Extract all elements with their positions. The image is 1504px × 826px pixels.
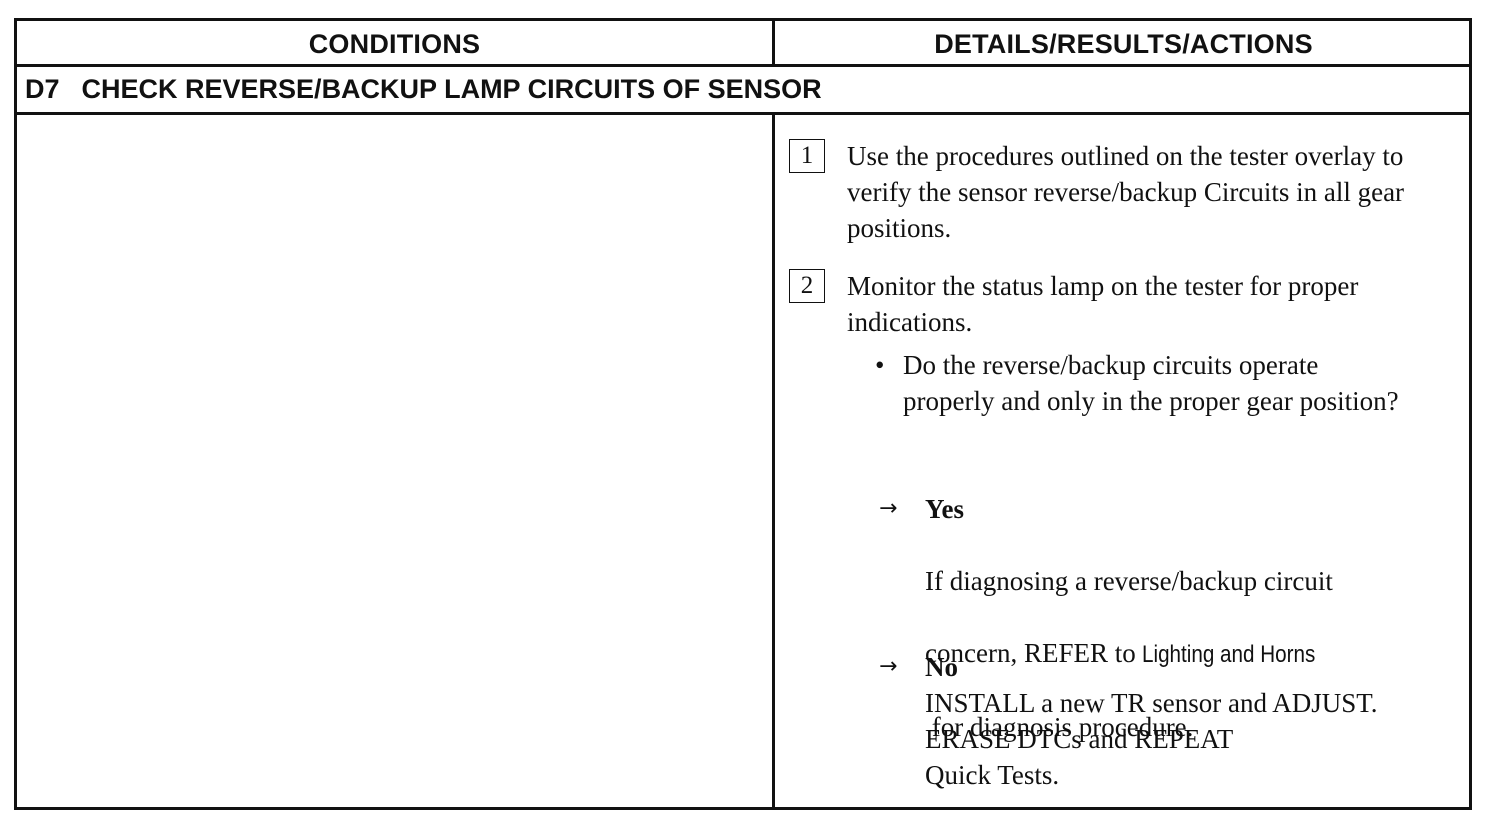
arrow-right-icon: → bbox=[879, 496, 898, 521]
yes-branch-text: If diagnosing a reverse/backup circuit c… bbox=[925, 527, 1455, 781]
lighting-and-horns-reference: Lighting and Horns bbox=[1142, 641, 1316, 668]
bullet-icon: • bbox=[875, 350, 885, 380]
action-number-box: 1 bbox=[789, 139, 825, 173]
conditions-column-header: CONDITIONS bbox=[308, 29, 481, 59]
action-text: Monitor the status lamp on the tester fo… bbox=[847, 271, 1359, 337]
step-title-text: CHECK REVERSE/BACKUP LAMP CIRCUITS OF SE… bbox=[81, 74, 822, 104]
step-id: D7 bbox=[25, 74, 60, 104]
yes-text-line-2-prefix: concern, REFER to bbox=[925, 638, 1143, 668]
no-label: No bbox=[925, 652, 958, 682]
diagnostic-table: CONDITIONS DETAILS/RESULTS/ACTIONS D7 CHE… bbox=[14, 18, 1472, 810]
conditions-cell bbox=[17, 115, 772, 807]
yes-text-line-1: If diagnosing a reverse/backup circuit bbox=[925, 566, 1333, 596]
details-cell: 1 Use the procedures outlined on the tes… bbox=[775, 115, 1469, 807]
no-branch-text: INSTALL a new TR sensor and ADJUST. ERAS… bbox=[925, 688, 1378, 790]
yes-text-line-2: concern, REFER to Lighting and Horns bbox=[925, 635, 1455, 673]
details-column-header: DETAILS/RESULTS/ACTIONS bbox=[934, 29, 1313, 59]
action-number-box: 2 bbox=[789, 269, 825, 303]
table-header-row: CONDITIONS DETAILS/RESULTS/ACTIONS bbox=[17, 21, 1469, 67]
step-title: D7 CHECK REVERSE/BACKUP LAMP CIRCUITS OF … bbox=[25, 67, 822, 111]
yes-text-line-3: for diagnosis procedure. bbox=[925, 712, 1194, 742]
step-title-row: D7 CHECK REVERSE/BACKUP LAMP CIRCUITS OF … bbox=[17, 67, 1469, 115]
arrow-right-icon: → bbox=[879, 654, 898, 679]
yes-label: Yes bbox=[925, 494, 964, 524]
action-text: Use the procedures outlined on the teste… bbox=[847, 141, 1405, 243]
column-divider-body bbox=[772, 115, 775, 807]
question-text: Do the reverse/backup circuits operate p… bbox=[903, 350, 1399, 416]
column-divider bbox=[772, 21, 775, 64]
